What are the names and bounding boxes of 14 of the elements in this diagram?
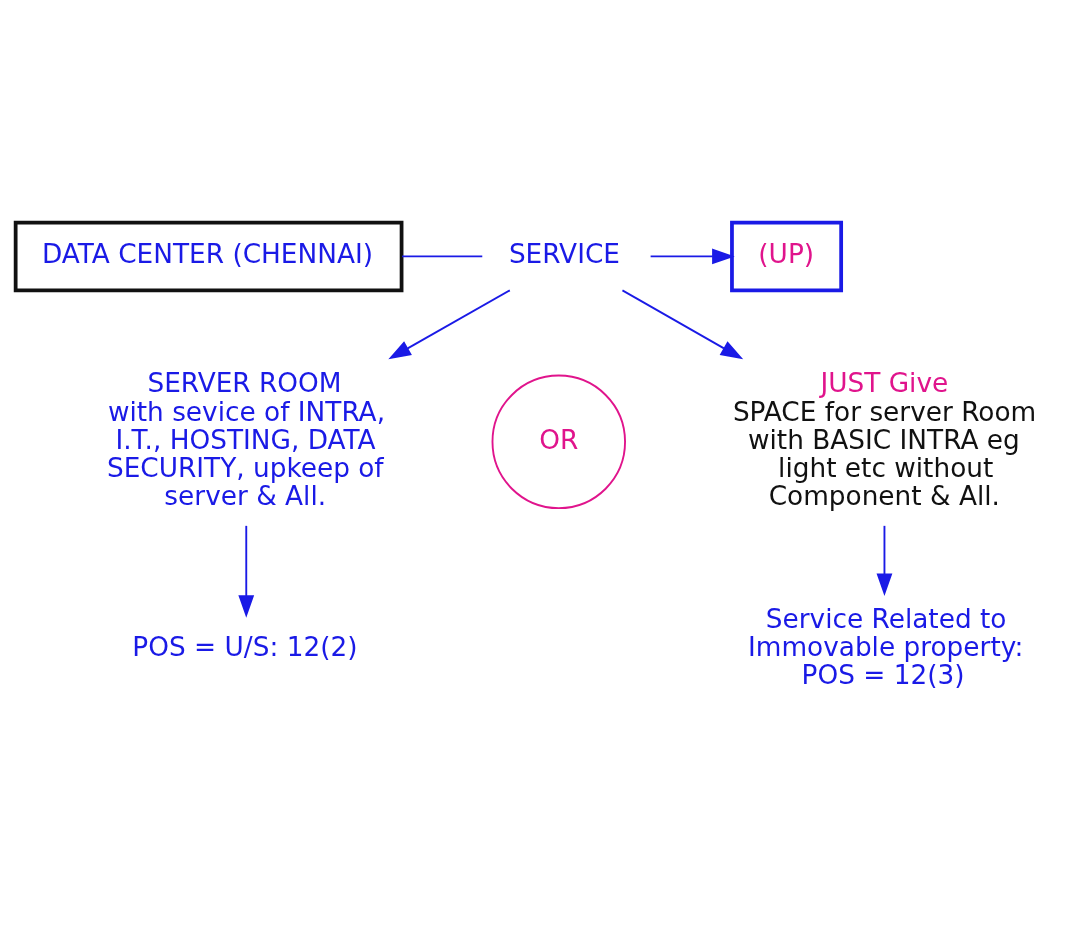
node-text: JUST Give SPACE for server Room with BASIC INTRA eg light etc without Component & All. bbox=[732, 367, 1037, 511]
node-text: Service Related to Immovable property: POS = 12(3) bbox=[747, 603, 1024, 690]
node-text: SERVER ROOM with sevice of INTRA, I.T., HOSTING, DATA SECURITY, upkeep of server & All. bbox=[106, 367, 386, 511]
arrow bbox=[621, 288, 744, 359]
label: OR bbox=[539, 424, 579, 455]
node-box: (UP) bbox=[730, 220, 844, 292]
arrow bbox=[876, 524, 893, 596]
connector bbox=[401, 255, 484, 257]
arrow bbox=[388, 288, 511, 359]
node-text: SERVICE bbox=[508, 238, 620, 269]
node-box: DATA CENTER (CHENNAI) bbox=[13, 220, 404, 292]
arrow bbox=[238, 524, 255, 618]
node-text: POS = U/S: 12(2) bbox=[132, 631, 358, 662]
arrow bbox=[649, 248, 735, 264]
